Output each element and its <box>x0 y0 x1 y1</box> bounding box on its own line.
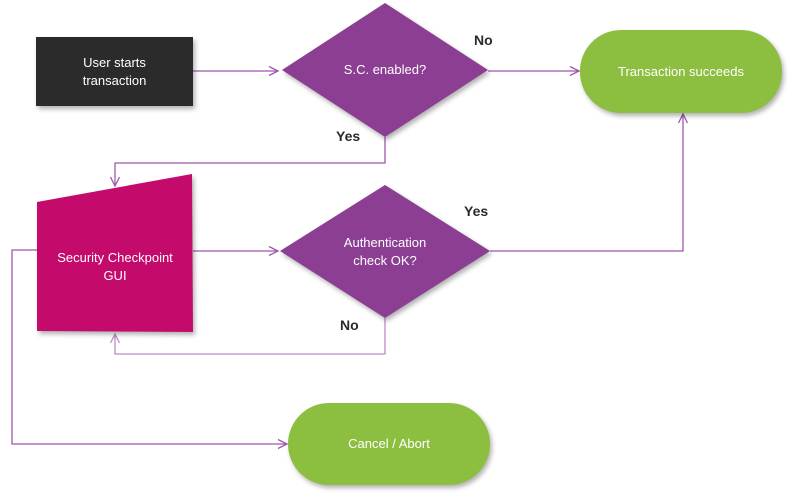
edge-start-to-sc-arrowhead-icon <box>268 65 280 77</box>
node-sc-enabled-shape <box>282 3 488 137</box>
node-transaction-succeeds-shape <box>580 30 782 113</box>
node-auth-check-shape <box>280 185 490 318</box>
edge-gui-to-cancel-line <box>11 249 287 445</box>
node-start-shape <box>36 37 193 106</box>
edge-gui-to-cancel-arrowhead-icon <box>277 438 289 450</box>
edge-auth-no-arrowhead-icon <box>109 332 121 344</box>
edge-sc-yes-arrowhead-icon <box>109 176 121 188</box>
edge-sc-no-arrowhead-icon <box>569 65 581 77</box>
edge-gui-to-auth-arrowhead-icon <box>268 245 280 257</box>
edge-sc-yes-to-gui-line <box>114 137 386 186</box>
edge-auth-yes-to-succeeds-line <box>490 114 684 252</box>
nodes-layer <box>36 3 782 485</box>
edge-auth-yes-arrowhead-icon <box>677 112 689 124</box>
edge-auth-no-to-gui-line <box>114 318 386 355</box>
node-cancel-abort-shape <box>288 403 490 485</box>
node-security-gui-shape <box>37 174 193 332</box>
edges-layer <box>11 65 689 450</box>
